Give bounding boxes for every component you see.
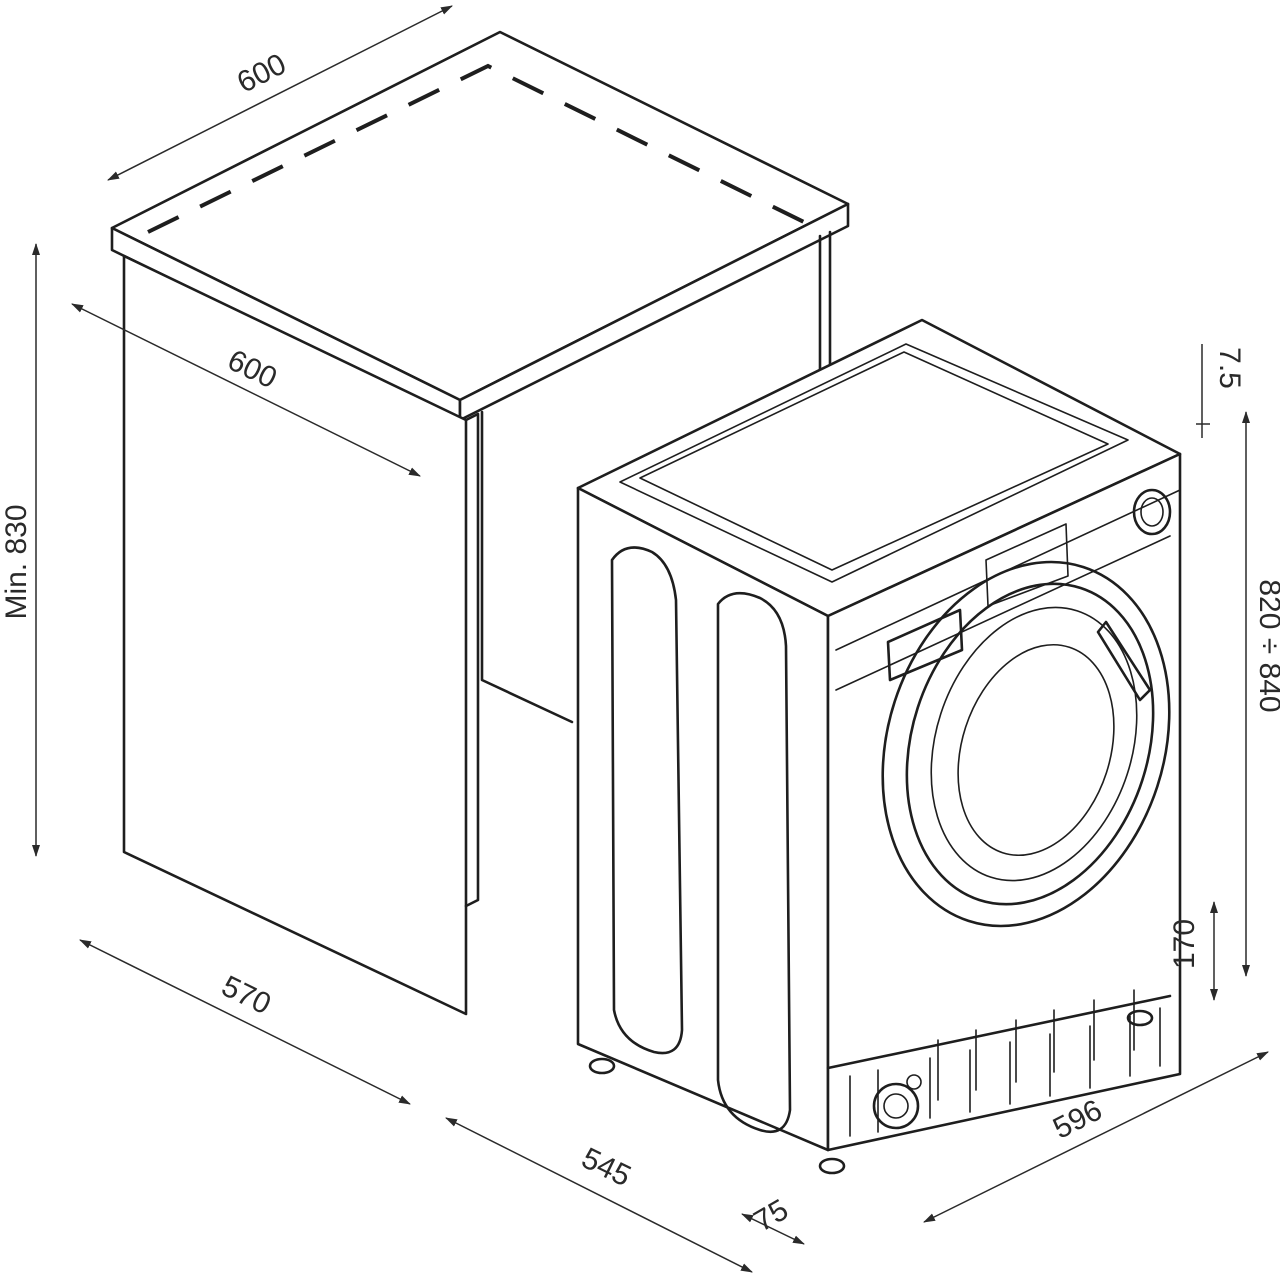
- foot-rear-left: [588, 1057, 616, 1075]
- door-handle: [1096, 620, 1152, 702]
- dim-line-door-projection: [741, 1213, 805, 1245]
- foot-front-right: [1126, 1009, 1154, 1027]
- machine-top-panel: [639, 351, 1109, 571]
- cabinet-panel-edge: [464, 412, 480, 908]
- door: [881, 560, 1171, 928]
- side-recess-left: [610, 546, 684, 1055]
- label-min-height: Min. 830: [0, 504, 33, 619]
- label-side-depth: 570: [216, 970, 275, 1022]
- label-machine-depth: 545: [576, 1142, 635, 1194]
- drain-pump-cap: [872, 1074, 922, 1130]
- dim-line-machine-depth: [445, 1117, 753, 1273]
- program-knob: [1132, 488, 1172, 536]
- door-inner-ring: [905, 582, 1155, 906]
- machine-top-inset: [619, 343, 1129, 583]
- washing-machine: [576, 318, 1182, 1175]
- plinth-top-edge: [826, 994, 1172, 1070]
- control-panel-lower: [835, 535, 1171, 691]
- dim-line-cabinet-depth: [71, 303, 421, 477]
- dim-line-worktop-width: [107, 5, 453, 181]
- foot-front-left: [818, 1157, 846, 1175]
- dim-line-side-depth: [79, 939, 411, 1105]
- door-glass: [930, 606, 1138, 882]
- side-recess-right: [716, 591, 792, 1134]
- display-panel: [985, 523, 1069, 607]
- label-machine-height: 820 ÷ 840: [1253, 579, 1280, 712]
- door-outer-ring: [881, 560, 1171, 928]
- dimension-lines: [32, 5, 1269, 1273]
- label-plinth-height: 170: [1168, 919, 1201, 969]
- detergent-drawer: [886, 608, 964, 682]
- label-door-projection: 75: [749, 1193, 794, 1238]
- recess-back-wall: [480, 410, 574, 724]
- worktop-side-edge: [458, 202, 850, 422]
- door-glass-inner: [957, 643, 1115, 857]
- dim-line-machine-width: [923, 1051, 1269, 1223]
- label-top-clearance: 7.5: [1213, 347, 1246, 389]
